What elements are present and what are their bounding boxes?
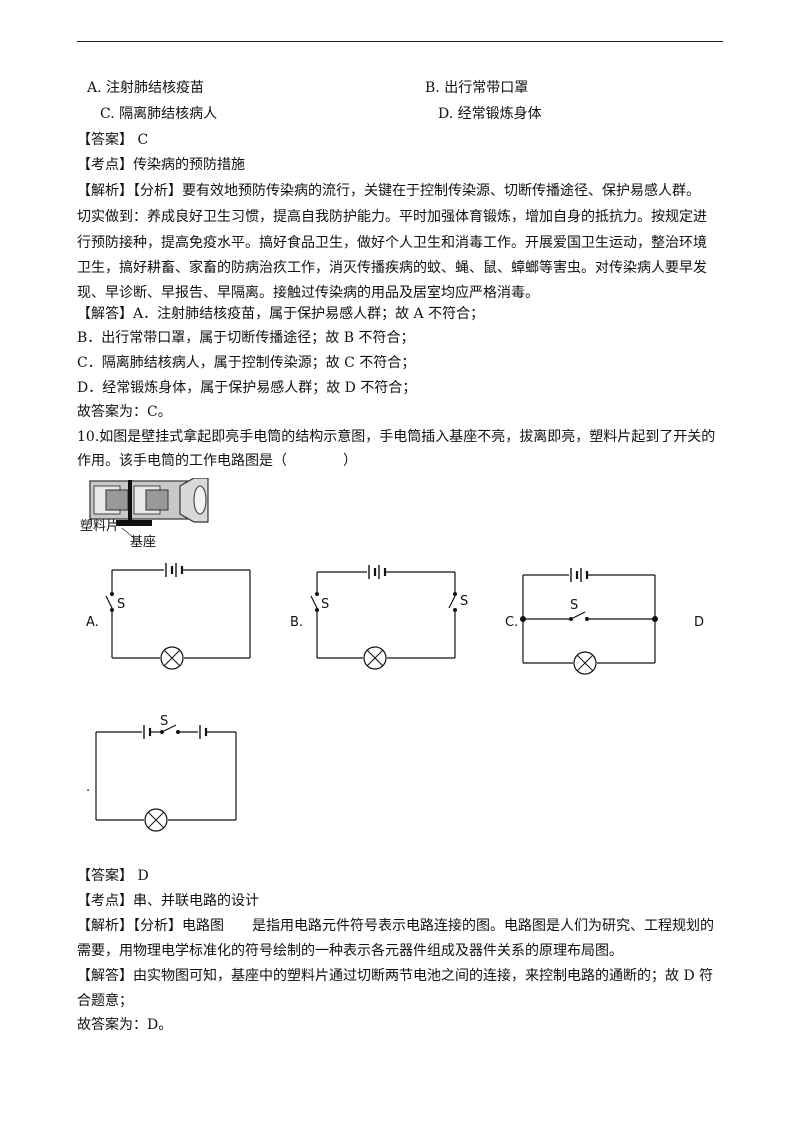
option-d-dot: . (86, 780, 91, 795)
q9-analysis-line: 切实做到：养成良好卫生习惯，提高自我防护能力。平时加强体育锻炼，增加自身的抵抗力… (77, 209, 707, 225)
option-c-label: C. (505, 615, 519, 630)
q9-explain-line: 故答案为：C。 (77, 404, 172, 420)
q9-option-c: C. 隔离肺结核病人 (100, 106, 218, 122)
switch-label: S (117, 597, 126, 612)
switch-label: S (160, 714, 169, 729)
base-label: 基座 (130, 535, 157, 550)
q9-option-b: B. 出行常带口罩 (425, 80, 529, 96)
q10-stem-line: 作用。该手电筒的工作电路图是（ ） (77, 453, 357, 469)
q10-stem-line: 10.如图是壁挂式拿起即亮手电筒的结构示意图，手电筒插入基座不亮，拔离即亮，塑料… (77, 429, 716, 445)
q9-analysis-line: 行预防接种，提高免疫水平。搞好食品卫生，做好个人卫生和消毒工作。开展爱国卫生运动… (77, 235, 707, 251)
q10-answer: 【答案】 D (77, 868, 149, 884)
switch-label: S (460, 594, 469, 609)
q9-explain-line: D．经常锻炼身体，属于保护易感人群；故 D 不符合； (77, 380, 417, 396)
option-d-label: D (694, 615, 705, 630)
switch-label: S (570, 598, 579, 613)
q9-explain-line: 【解答】A．注射肺结核疫苗，属于保护易感人群；故 A 不符合； (77, 306, 485, 322)
flashlight-figure (89, 478, 209, 539)
q9-explain-line: C．隔离肺结核病人，属于控制传染源；故 C 不符合； (77, 355, 416, 371)
plastic-label: 塑料片 (80, 519, 120, 534)
q9-option-a: A. 注射肺结核疫苗 (87, 80, 205, 96)
q10-point: 【考点】串、并联电路的设计 (77, 893, 259, 909)
q9-explain-line: B．出行常带口罩，属于切断传播途径；故 B 不符合； (77, 330, 415, 346)
q10-explain-line: 故答案为：D。 (77, 1017, 173, 1033)
q10-explain-line: 【解答】由实物图可知，基座中的塑料片通过切断两节电池之间的连接，来控制电路的通断… (77, 968, 714, 984)
q10-analysis-line: 需要，用物理电学标准化的符号绘制的一种表示各元器件组成及器件关系的原理布局图。 (77, 943, 623, 959)
circuit-b (310, 565, 457, 670)
q9-analysis-line: 卫生，搞好耕畜、家畜的防病治疚工作，消灭传播疾病的蚊、蝇、鼠、蟑螂等害虫。对传染… (77, 260, 707, 276)
header-rule (77, 41, 723, 42)
circuit-c (520, 568, 658, 675)
q10-explain-line: 合题意； (77, 993, 133, 1009)
q9-answer: 【答案】 C (77, 132, 149, 148)
q9-analysis-line: 【解析】【分析】要有效地预防传染病的流行，关键在于控制传染源、切断传播途径、保护… (77, 183, 700, 199)
option-a-label: A. (86, 615, 99, 630)
switch-label: S (321, 597, 330, 612)
q9-option-d: D. 经常锻炼身体 (438, 106, 542, 122)
q10-analysis-line: 【解析】【分析】电路图 是指用电路元件符号表示电路连接的图。电路图是人们为研究、… (77, 918, 714, 934)
circuit-d (95, 724, 237, 832)
option-b-label: B. (290, 615, 304, 630)
circuit-a (105, 563, 251, 670)
q9-analysis-line: 现、早诊断、早报告、早隔离。接触过传染病的用品及居室均应严格消毒。 (77, 285, 539, 301)
q9-point: 【考点】传染病的预防措施 (77, 157, 245, 173)
